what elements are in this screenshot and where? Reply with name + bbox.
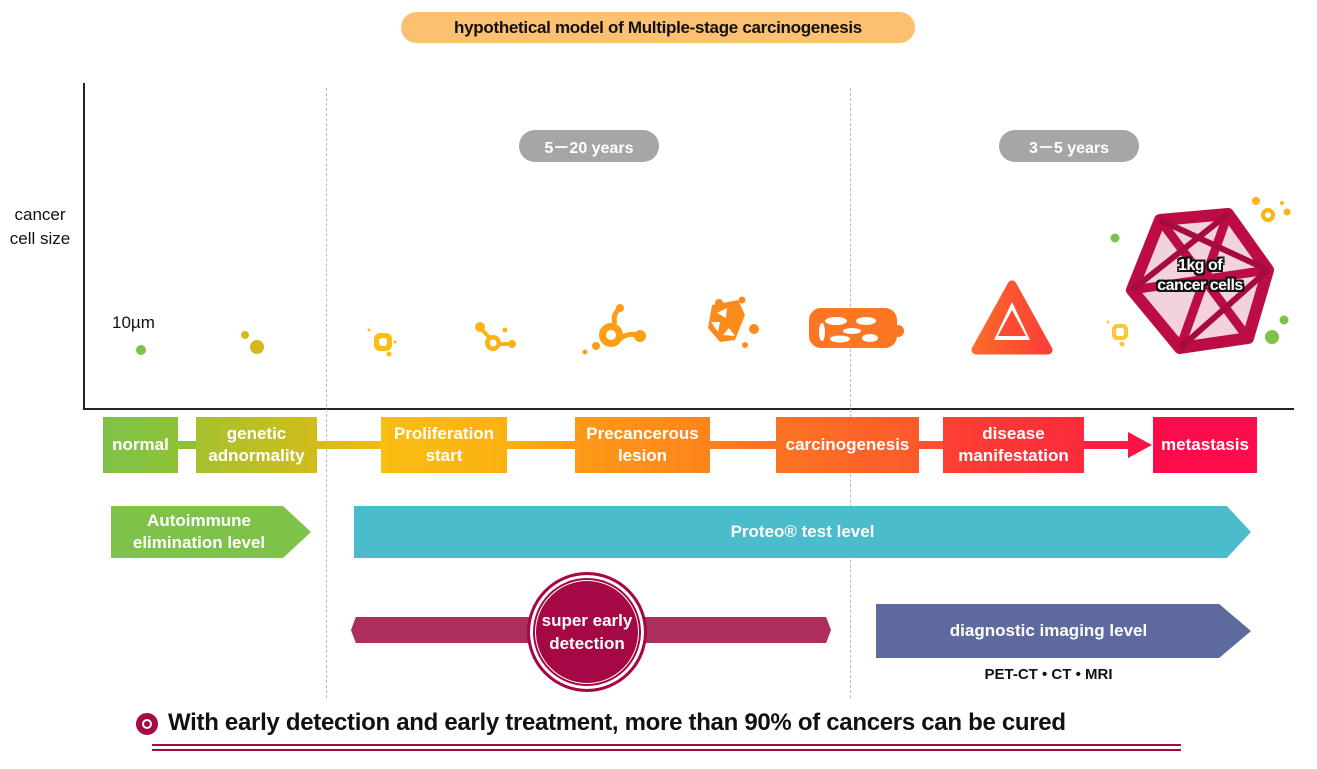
stage-label-line2: manifestation	[958, 446, 1069, 465]
tumor-size-label-line2: cancer cells	[1157, 277, 1243, 294]
y-axis-label: cancer cell size	[0, 203, 80, 251]
imaging-modalities: PET-CT • CT • MRI	[984, 666, 1113, 683]
stage-connector	[710, 441, 777, 449]
divider-dashed-2	[850, 88, 851, 698]
diagnostic-imaging-level-bar: diagnostic imaging level	[876, 604, 1251, 658]
autoimmune-label-line2: elimination level	[132, 533, 266, 552]
super-early-detection-badge	[527, 572, 647, 692]
metastasis-small-cell-icon	[1106, 320, 1128, 347]
stage-label-line1: Precancerous	[586, 424, 699, 443]
stage-disease-manifestation: disease manifestation	[943, 417, 1084, 473]
footer-statement: With early detection and early treatment…	[168, 709, 1066, 736]
y-axis-line	[83, 83, 85, 410]
proteo-test-level-bar: Proteo® test level	[354, 506, 1251, 558]
tumor-size-label: 1kg of cancer cells	[1140, 256, 1260, 296]
x-axis-line	[83, 408, 1294, 410]
small-cluster-icon	[475, 322, 516, 351]
autoimmune-level-bar: Autoimmune elimination level	[111, 506, 311, 558]
period-badge-early: 5－20 years	[519, 130, 659, 162]
stage-metastasis: metastasis	[1153, 417, 1257, 473]
stage-connector	[506, 441, 576, 449]
autoimmune-label-line1: Autoimmune	[147, 511, 251, 530]
stage-carcinogenesis: carcinogenesis	[776, 417, 919, 473]
stage-proliferation-start: Proliferation start	[381, 417, 507, 473]
metastasis-yellow-cluster-icon	[1252, 197, 1291, 222]
y-axis-label-line1: cancer	[14, 205, 66, 224]
early-label-line1: super early	[541, 611, 633, 630]
stage-normal: normal	[103, 417, 178, 473]
bullet-circle-icon	[136, 713, 158, 735]
cell-illustrations	[136, 197, 1291, 357]
stage-carcinogenesis-label: carcinogenesis	[785, 435, 910, 454]
period-badge-late: 3－5 years	[999, 130, 1139, 162]
stage-label-line1: genetic	[226, 424, 287, 443]
super-early-detection-label: super early detection	[527, 572, 647, 692]
arrow-head-icon	[1128, 432, 1152, 458]
stage-label-line2: start	[425, 446, 463, 465]
abnormal-cell-icon	[241, 331, 264, 354]
stage-normal-label: normal	[112, 435, 169, 454]
proteo-label: Proteo® test level	[730, 522, 875, 541]
metastasis-tumor-icon	[1126, 208, 1274, 354]
metastasis-green-cell-icon	[1110, 233, 1120, 243]
footer-underline	[152, 749, 1181, 751]
tumor-size-label-line1: 1kg of	[1177, 257, 1223, 274]
early-label-line2: detection	[549, 634, 625, 653]
metastasis-green-cell-icon	[1265, 330, 1279, 344]
stage-label-line2: adnormality	[208, 446, 305, 465]
stage-metastasis-label: metastasis	[1161, 435, 1249, 454]
disease-tumor-icon	[971, 280, 1053, 355]
normal-cell-icon	[136, 345, 146, 355]
imaging-label: diagnostic imaging level	[949, 621, 1148, 640]
metastasis-green-cell-icon	[1279, 315, 1289, 325]
divider-dashed-1	[326, 88, 327, 698]
stage-precancerous-lesion: Precancerous lesion	[575, 417, 710, 473]
carcinogenesis-cluster-icon	[809, 308, 904, 348]
stage-genetic-abnormality: genetic adnormality	[196, 417, 317, 473]
stage-connector	[918, 441, 944, 449]
stage-label-line1: disease	[982, 424, 1045, 443]
stage-label-line1: Proliferation	[393, 424, 495, 443]
proliferation-cell-icon	[367, 328, 397, 357]
scale-label: 10µm	[112, 313, 155, 332]
stage-label-line2: lesion	[617, 446, 668, 465]
y-axis-label-line2: cell size	[9, 229, 71, 248]
diagram-title: hypothetical model of Multiple-stage car…	[401, 12, 915, 43]
footer-underline	[152, 744, 1181, 746]
stage-connector	[317, 441, 383, 449]
growing-cluster-icon	[582, 304, 646, 355]
stage-connector	[178, 441, 198, 449]
precancerous-cluster-icon	[708, 296, 759, 348]
